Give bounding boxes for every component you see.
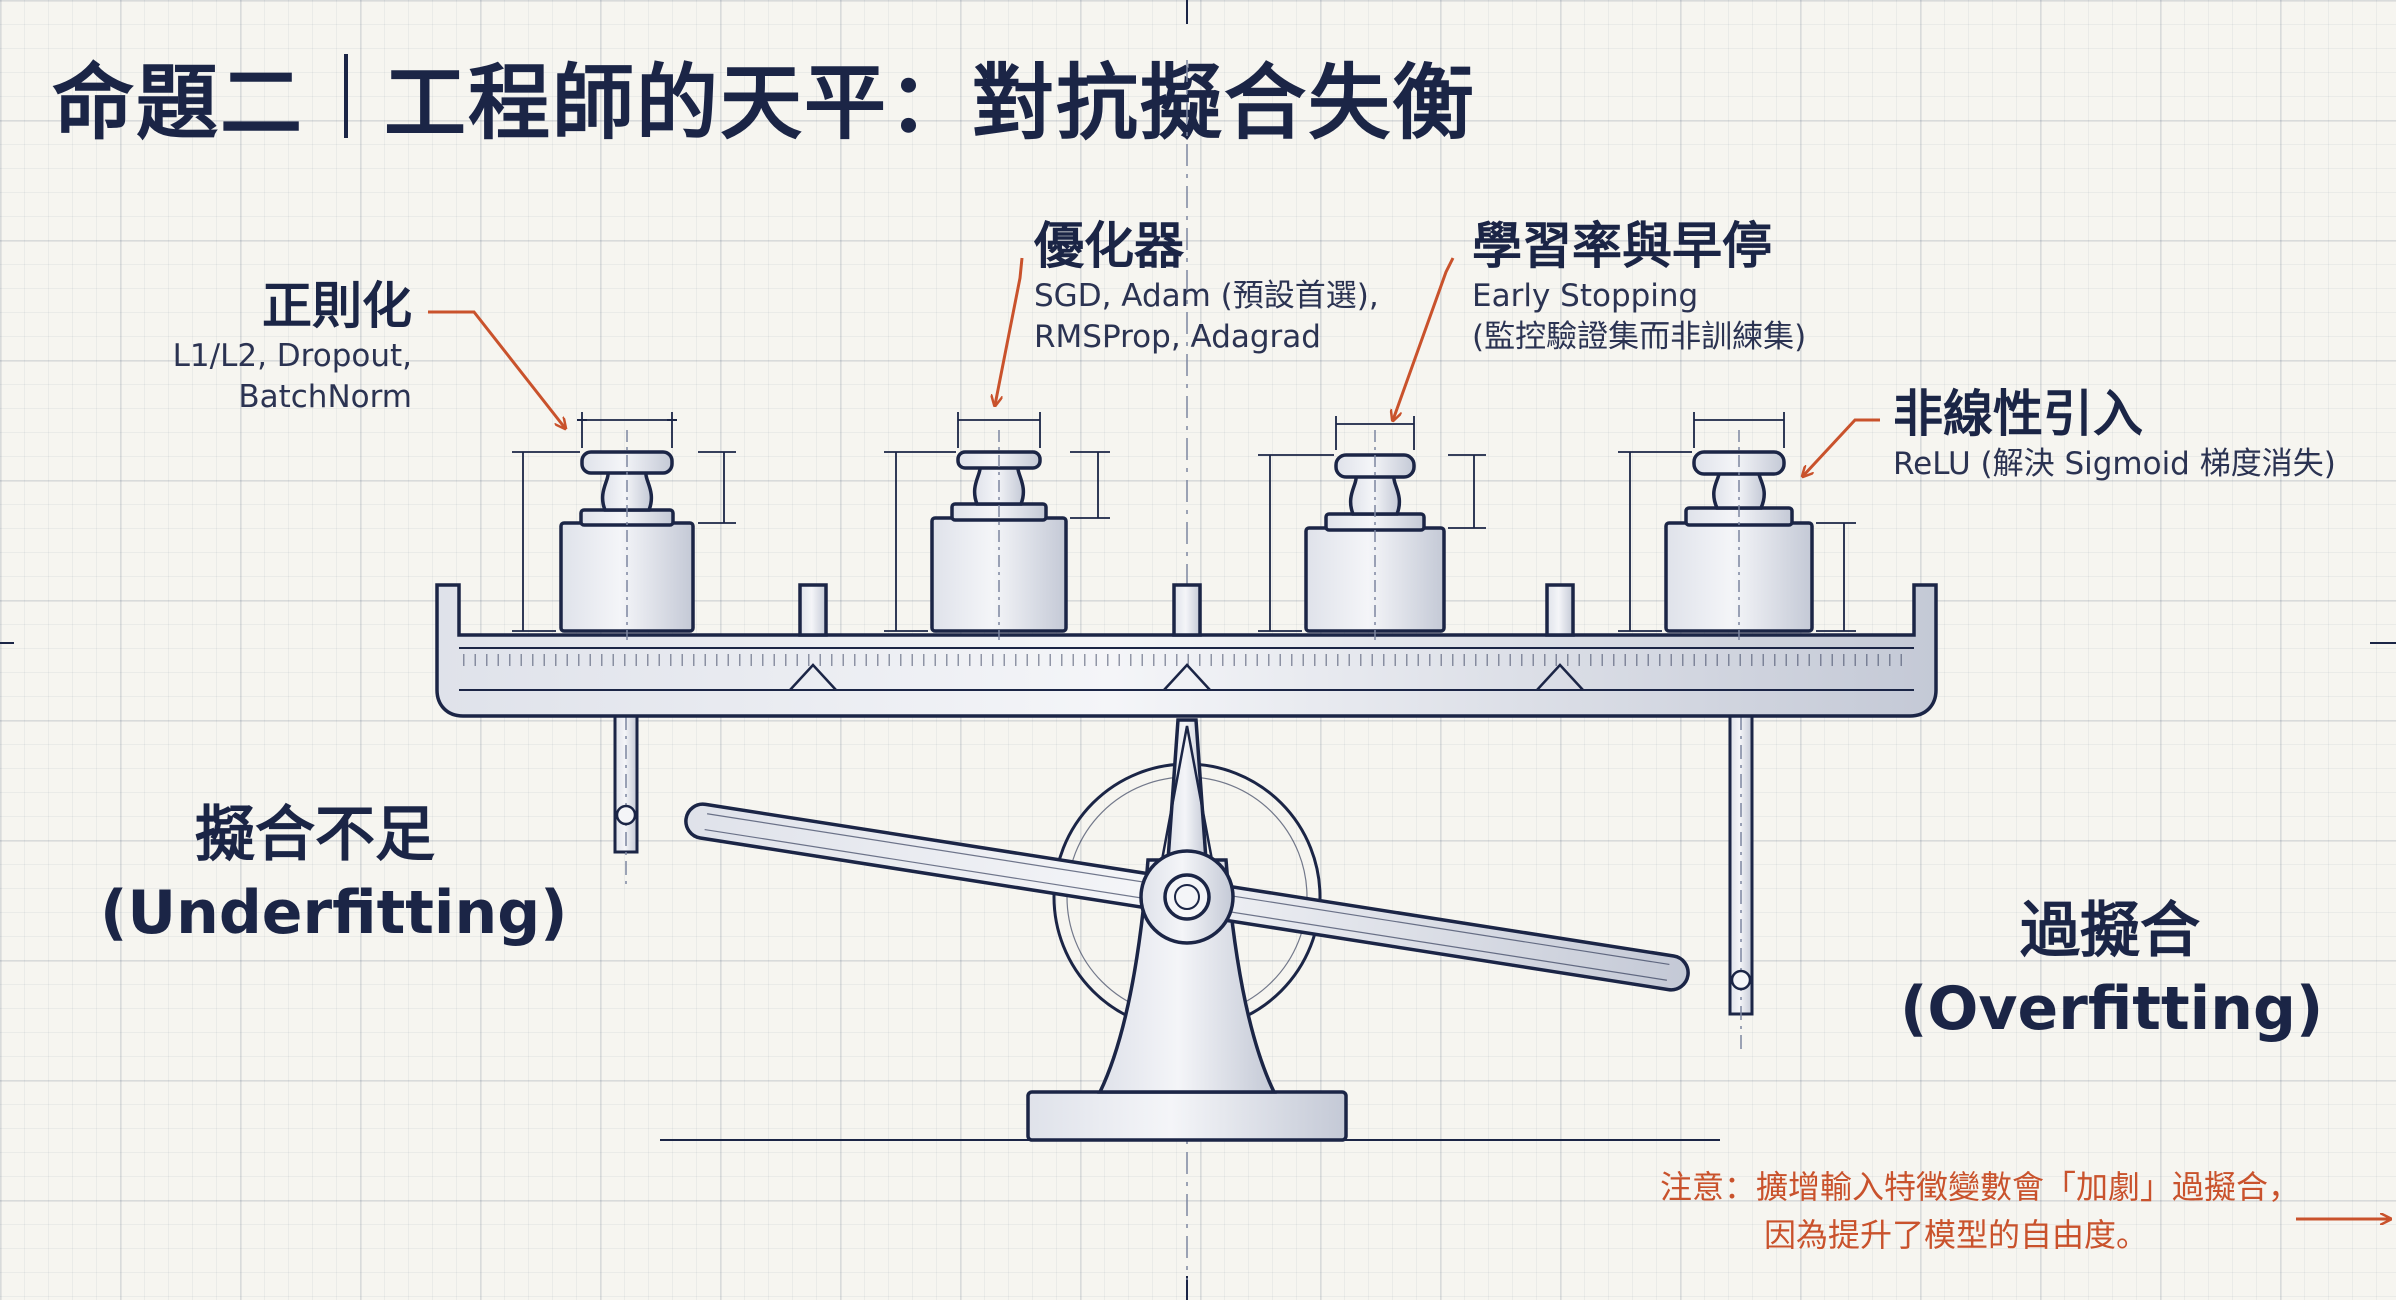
tray-notches (789, 663, 1584, 691)
underfitting-en: (Underfitting) (100, 878, 568, 948)
title-main: 工程師的天平：對抗擬合失衡 (384, 56, 1477, 151)
footnote-line-1: 注意：擴增輸入特徵變數會「加劇」過擬合， (1659, 1168, 2300, 1206)
pivot-hub (1139, 849, 1235, 945)
footnote-line-2: 因為提升了模型的自由度。 (1763, 1216, 2148, 1254)
optimizer-line-2: RMSProp, Adagrad (1034, 319, 1321, 356)
footnote: 注意：擴增輸入特徵變數會「加劇」過擬合， 因為提升了模型的自由度。 (1660, 1163, 2300, 1259)
weight-learning-rate (1304, 453, 1446, 633)
nonlinearity-line-1: ReLU (解決 Sigmoid 梯度消失) (1893, 445, 2336, 482)
beam-rivets (615, 804, 1752, 991)
callout-arrows (428, 257, 2390, 1219)
regularization-line-2: BatchNorm (238, 379, 412, 416)
weight-centerlines (626, 430, 1740, 640)
underfitting-zh: 擬合不足 (195, 800, 435, 870)
label-underfitting: 擬合不足 (Underfitting) (100, 796, 568, 952)
learning-rate-line-1: Early Stopping (1472, 277, 1699, 314)
weight-tray (435, 583, 1938, 718)
overfitting-zh: 過擬合 (2020, 896, 2200, 966)
label-learning-rate: 學習率與早停 Early Stopping (監控驗證集而非訓練集) (1472, 217, 1807, 359)
overfitting-en: (Overfitting) (1900, 974, 2324, 1044)
learning-rate-title: 學習率與早停 (1472, 217, 1772, 275)
label-optimizer: 優化器 SGD, Adam (預設首選), RMSProp, Adagrad (1034, 217, 1379, 359)
label-regularization: 正則化 L1/L2, Dropout, BatchNorm (130, 277, 412, 419)
title-separator (344, 53, 349, 138)
dimension-lines (512, 412, 1856, 632)
label-nonlinearity: 非線性引入 ReLU (解決 Sigmoid 梯度消失) (1893, 385, 2336, 485)
optimizer-title: 優化器 (1034, 217, 1184, 275)
page-title: 命題二 工程師的天平：對抗擬合失衡 (52, 36, 1476, 155)
nonlinearity-title: 非線性引入 (1893, 385, 2143, 443)
regularization-line-1: L1/L2, Dropout, (172, 337, 412, 374)
label-overfitting: 過擬合 (Overfitting) (1900, 892, 2324, 1048)
title-prefix: 命題二 (52, 56, 305, 151)
regularization-title: 正則化 (262, 277, 412, 335)
learning-rate-line-2: (監控驗證集而非訓練集) (1472, 319, 1807, 356)
optimizer-line-1: SGD, Adam (預設首選), (1034, 277, 1379, 314)
